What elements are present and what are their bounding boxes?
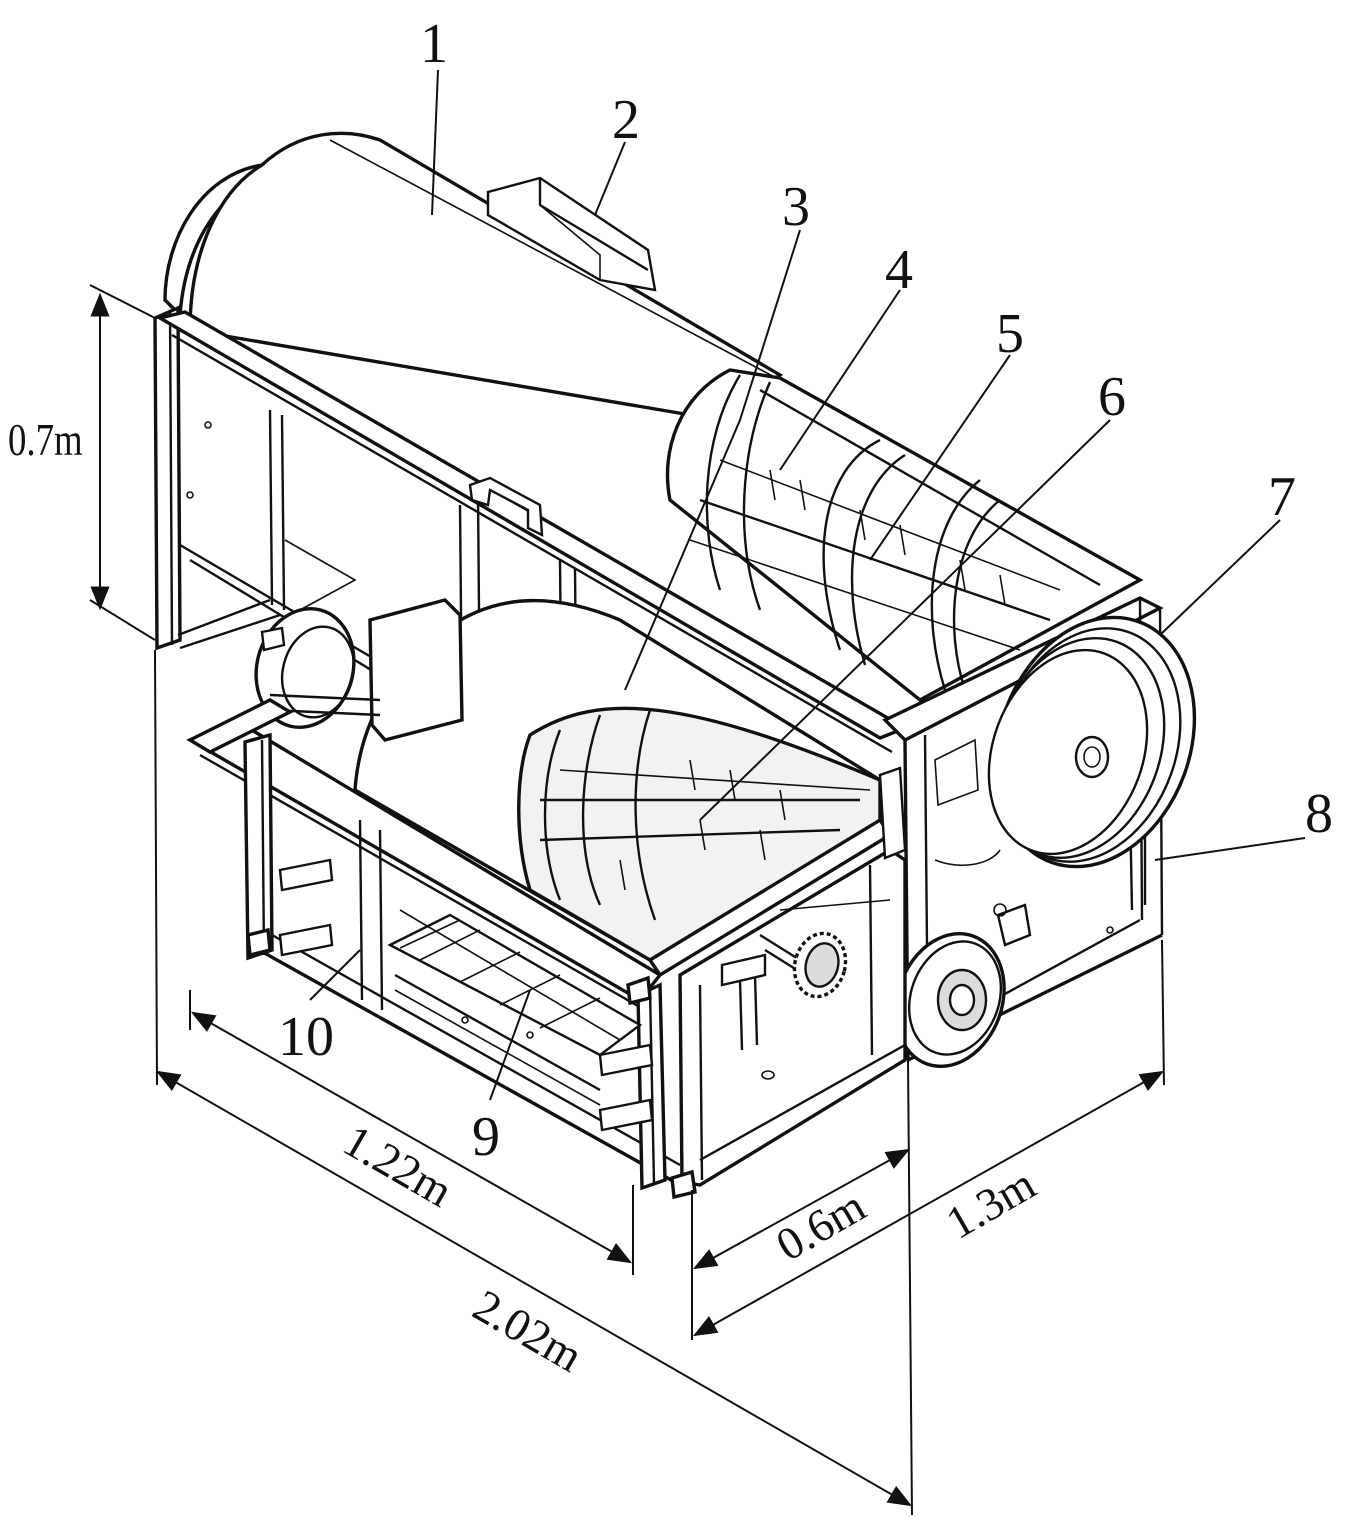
dimension-lines [89,284,1165,1516]
label-part-4: 4 [885,239,913,301]
label-part-2: 2 [612,89,640,151]
front-drum [353,598,893,978]
label-part-5: 5 [996,303,1024,365]
label-part-3: 3 [782,176,810,238]
dimension-total-length: 2.02m [465,1279,591,1381]
large-pulley [987,615,1197,869]
dimension-total-width: 1.3m [938,1158,1044,1249]
front-drum-bearing [254,598,464,742]
label-part-6: 6 [1098,366,1126,428]
label-part-10: 10 [278,1006,334,1068]
dimension-height: 0.7m [8,415,83,466]
top-motor-unit [486,176,657,292]
rear-drum-housing [163,131,784,422]
part-labels: 1 2 3 4 5 6 7 8 9 10 [278,13,1333,1168]
label-part-7: 7 [1268,466,1296,528]
label-part-9: 9 [472,1106,500,1168]
small-pulley [894,931,1006,1069]
label-part-1: 1 [420,13,448,75]
label-part-8: 8 [1305,783,1333,845]
dimension-front-depth: 0.6m [768,1180,874,1271]
drive-sprocket [759,931,848,999]
